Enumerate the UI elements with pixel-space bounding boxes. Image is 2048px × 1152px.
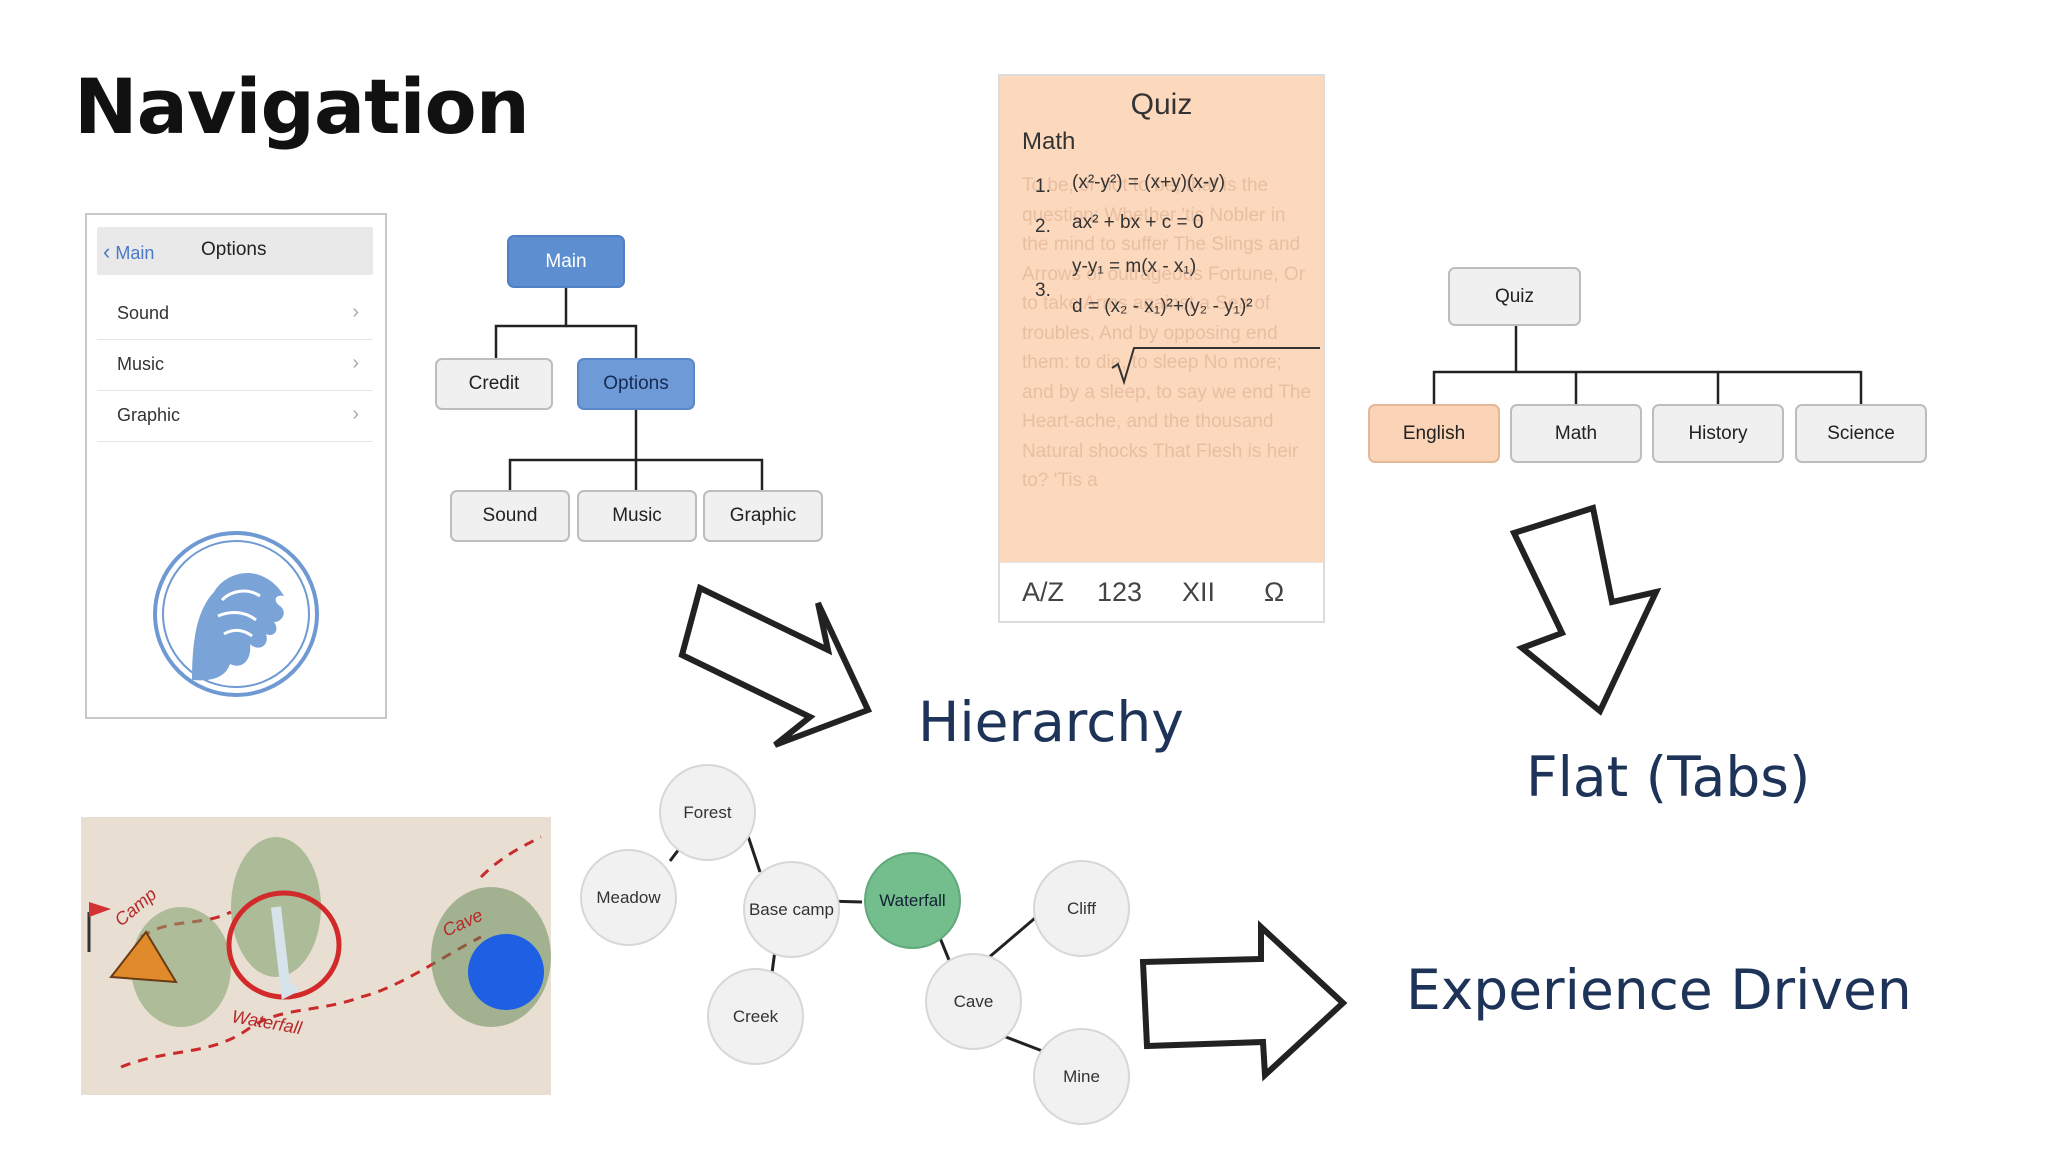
back-button[interactable]: ‹ Main (103, 239, 154, 265)
quiz-title: Quiz (1130, 88, 1193, 121)
list-item[interactable]: Graphic › (97, 391, 373, 442)
question-number: 3. (1035, 280, 1051, 301)
hierarchy-label: Hierarchy (918, 690, 1184, 754)
flat-connectors (1432, 325, 1863, 406)
chevron-left-icon: ‹ (103, 239, 111, 264)
tab-science: Science (1795, 404, 1927, 463)
tree-node-graphic: Graphic (703, 490, 823, 542)
question-number: 1. (1035, 176, 1051, 197)
graph-node-creek: Creek (707, 968, 804, 1065)
phone-mockup: ‹ Main Options Sound › Music › Graphic › (85, 213, 387, 719)
key-numbers[interactable]: 123 (1097, 577, 1143, 607)
tree-node-main: Main (507, 235, 625, 288)
graph-node-waterfall: Waterfall (864, 852, 961, 949)
arrow-down-icon (1509, 504, 1662, 716)
quiz-card: Quiz Math To be, or not to be, that is t… (998, 74, 1325, 623)
tree-node-options: Options (577, 358, 695, 410)
key-symbols[interactable]: Ω (1264, 577, 1285, 607)
tab-history: History (1652, 404, 1784, 463)
list-item-label: Graphic (117, 405, 181, 425)
list-item-label: Music (117, 354, 165, 374)
flat-tabs-label: Flat (Tabs) (1526, 745, 1811, 809)
arrow-right-icon (1139, 920, 1348, 1082)
tree-node-music: Music (577, 490, 697, 542)
quiz-subject: Math (1022, 128, 1076, 155)
equation: ax² + bx + c = 0 (1072, 212, 1204, 233)
back-label: Main (115, 243, 155, 263)
graph-node-mine: Mine (1033, 1028, 1130, 1125)
square-root-icon (1111, 347, 1320, 386)
list-item[interactable]: Sound › (97, 289, 373, 340)
graph-node-forest: Forest (659, 764, 756, 861)
graph-node-meadow: Meadow (580, 849, 677, 946)
map-drawing: Camp Waterfall Cave (81, 817, 551, 1095)
list-item-label: Sound (117, 303, 170, 323)
equation: y-y₁ = m(x - x₁) (1072, 256, 1197, 277)
list-item[interactable]: Music › (97, 340, 373, 391)
key-roman-numerals[interactable]: XII (1182, 577, 1216, 607)
arrow-right-icon (678, 583, 873, 748)
adventure-map-illustration: Camp Waterfall Cave (81, 817, 551, 1095)
graph-node-cliff: Cliff (1033, 860, 1130, 957)
phone-nav-bar: ‹ Main Options (97, 227, 373, 275)
equation: (x²-y²) = (x+y)(x-y) (1072, 172, 1226, 193)
tab-english: English (1368, 404, 1500, 463)
tree-node-credit: Credit (435, 358, 553, 410)
background-text: To be, or not to be, that is the questio… (1022, 175, 1312, 491)
experience-driven-label: Experience Driven (1406, 958, 1912, 1022)
tab-tree-root-quiz: Quiz (1448, 267, 1581, 326)
tab-math: Math (1510, 404, 1642, 463)
tree-node-sound: Sound (450, 490, 570, 542)
equation: d = (x₂ - x₁)²+(y₂ - y₁)² (1072, 296, 1253, 317)
hierarchy-connectors (494, 288, 764, 492)
chevron-right-icon: › (352, 352, 359, 374)
lion-crest-logo (153, 531, 319, 697)
page-title: Navigation (74, 62, 530, 151)
chevron-right-icon: › (352, 301, 359, 323)
graph-node-cave: Cave (925, 953, 1022, 1050)
symbol-keyboard-bar: A/Z 123 XII Ω (1000, 562, 1323, 621)
phone-nav-title: Options (201, 239, 267, 260)
chevron-right-icon: › (352, 403, 359, 425)
question-number: 2. (1035, 216, 1051, 237)
key-alphabet[interactable]: A/Z (1022, 577, 1065, 607)
graph-node-base-camp: Base camp (743, 861, 840, 958)
